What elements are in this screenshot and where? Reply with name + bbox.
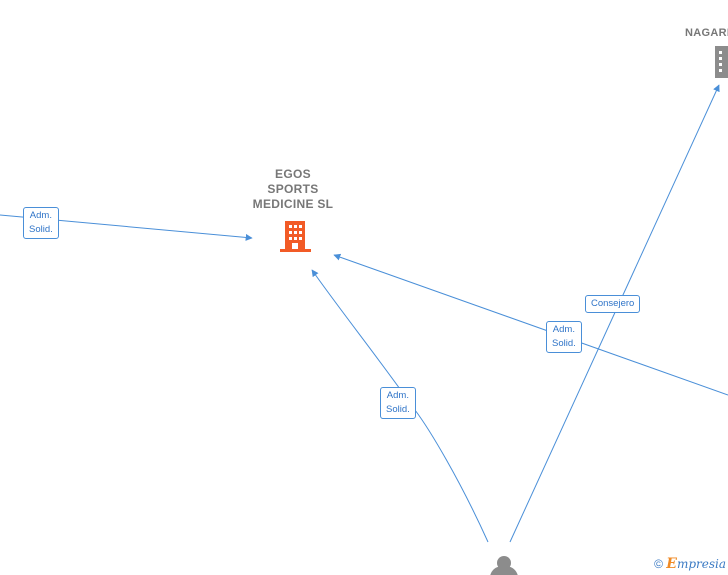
edge-line-person-to-nagark [509,84,720,543]
watermark: © Empresia [654,556,726,572]
edge-label-adm-solid-right: Adm. Solid. [546,321,582,353]
nagark-company-name[interactable]: NAGARK [685,27,728,39]
nagark-building-icon[interactable] [715,46,728,78]
edge-label-adm-solid-left: Adm. Solid. [23,207,59,239]
person-icon[interactable] [490,556,518,575]
brand-logo: Empresia [666,556,726,572]
main-company-name[interactable]: EGOS SPORTS MEDICINE SL [252,167,334,211]
copyright-symbol: © [654,557,663,571]
edge-label-adm-solid-person: Adm. Solid. [380,387,416,419]
main-company-building-icon[interactable] [280,221,311,252]
edge-line-right-to-main [333,253,728,396]
edge-label-consejero: Consejero [585,295,641,313]
